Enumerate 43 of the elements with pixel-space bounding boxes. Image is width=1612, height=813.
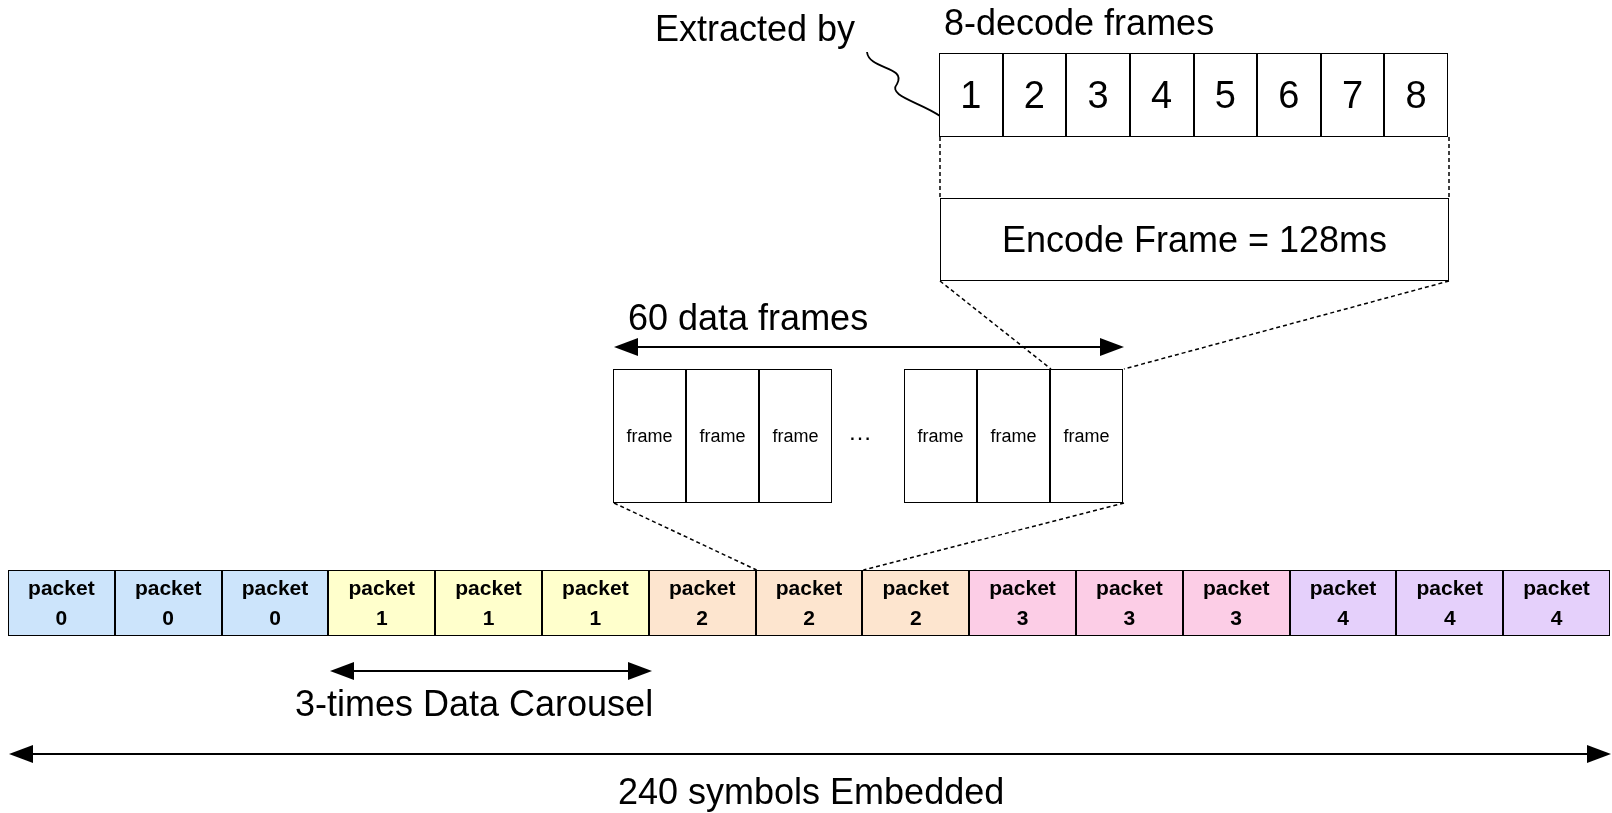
packet-cell: packet 1: [435, 570, 542, 636]
projection-line: [862, 502, 1125, 571]
packet-cell: packet 2: [862, 570, 970, 636]
packet-cell: packet 1: [328, 570, 436, 636]
projection-line: [939, 280, 1052, 370]
dimension-label: 60 data frames: [628, 300, 869, 336]
packet-cell: packet 3: [1076, 570, 1183, 636]
packet-cell: packet 4: [1396, 570, 1504, 636]
projection-line: [1123, 280, 1450, 370]
decode-frame-cell: 7: [1320, 53, 1385, 137]
data-frame-box: frame: [904, 369, 977, 503]
data-frame-box: frame: [613, 369, 686, 503]
dimension-label: 240 symbols Embedded: [618, 774, 1005, 810]
data-frame-box: frame: [759, 369, 832, 503]
annotation-text: Extracted by: [655, 11, 856, 47]
packet-cell: packet 2: [648, 570, 756, 636]
packet-cell: packet 4: [1503, 570, 1610, 636]
packet-cell: packet 0: [114, 570, 222, 636]
packet-cell: packet 2: [755, 570, 863, 636]
packet-cell: packet 3: [1182, 570, 1290, 636]
projection-line: [613, 502, 758, 571]
data-frame-box: frame: [977, 369, 1050, 503]
decode-frame-cell: 8: [1384, 53, 1448, 137]
packet-cell: packet 0: [221, 570, 329, 636]
decode-frame-cell: 1: [939, 53, 1003, 137]
packet-cell: packet 0: [8, 570, 115, 636]
decode-frame-cell: 6: [1257, 53, 1321, 137]
decode-frame-cell: 2: [1002, 53, 1067, 137]
ellipsis-text: …: [848, 420, 872, 444]
packet-cell: packet 4: [1289, 570, 1397, 636]
data-frame-box: frame: [1050, 369, 1123, 503]
packet-cell: packet 3: [969, 570, 1076, 636]
dimension-label: 3-times Data Carousel: [295, 686, 654, 722]
encode-frame-box: Encode Frame = 128ms: [940, 198, 1449, 281]
data-frame-box: frame: [686, 369, 759, 503]
group-heading: 8-decode frames: [944, 5, 1215, 41]
projection-line: [939, 136, 941, 199]
packet-cell: packet 1: [542, 570, 649, 636]
projection-line: [1448, 136, 1450, 199]
decode-frame-cell: 3: [1066, 53, 1130, 137]
leader-line: [866, 51, 941, 117]
decode-frame-cell: 4: [1129, 53, 1194, 137]
decode-frame-cell: 5: [1193, 53, 1258, 137]
